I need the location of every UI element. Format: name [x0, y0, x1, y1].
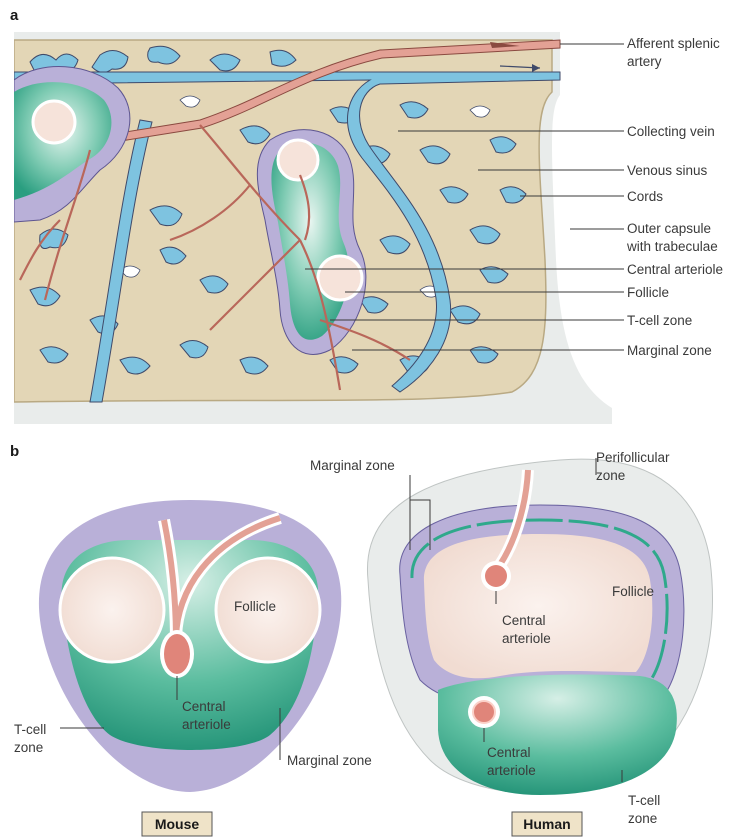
mouse-central-label-2: arteriole	[182, 717, 231, 732]
label-tcell-zone-a: T-cell zone	[627, 313, 692, 328]
panel-a-letter: a	[10, 7, 19, 24]
human-central-arteriole-top	[485, 565, 507, 587]
human-central-top-label-1: Central	[502, 613, 546, 628]
label-follicle-a: Follicle	[627, 285, 669, 300]
mouse-central-arteriole	[164, 634, 190, 674]
human-central-arteriole-bottom	[473, 701, 495, 723]
label-afferent-2: artery	[627, 54, 662, 69]
human-central-bottom-label-2: arteriole	[487, 763, 536, 778]
follicle-a-top	[278, 140, 318, 180]
label-marginal-zone-a: Marginal zone	[627, 343, 712, 358]
human-follicle	[424, 534, 652, 678]
label-venous-sinus: Venous sinus	[627, 163, 708, 178]
mouse-diagram	[39, 500, 341, 792]
human-tag: Human	[523, 816, 570, 832]
human-follicle-label: Follicle	[612, 584, 654, 599]
mouse-tag: Mouse	[155, 816, 200, 832]
mouse-follicle-label: Follicle	[234, 599, 276, 614]
label-outer-capsule-2: with trabeculae	[626, 239, 718, 254]
mouse-follicle-left	[60, 558, 164, 662]
human-tcell-zone	[438, 675, 677, 795]
label-central-arteriole-a: Central arteriole	[627, 262, 723, 277]
human-perifollicular-label-1: Perifollicular	[596, 450, 670, 465]
human-perifollicular-label-2: zone	[596, 468, 625, 483]
human-marginal-label: Marginal zone	[310, 458, 395, 473]
human-tcell-label-2: zone	[628, 811, 657, 826]
mouse-tcell-label-1: T-cell	[14, 722, 46, 737]
mouse-marginal-label: Marginal zone	[287, 753, 372, 768]
mouse-tcell-label-2: zone	[14, 740, 43, 755]
human-central-top-label-2: arteriole	[502, 631, 551, 646]
label-afferent-1: Afferent splenic	[627, 36, 720, 51]
label-outer-capsule-1: Outer capsule	[627, 221, 711, 236]
human-central-bottom-label-1: Central	[487, 745, 531, 760]
panel-b-letter: b	[10, 443, 19, 460]
mouse-central-label-1: Central	[182, 699, 226, 714]
spleen-section	[14, 32, 720, 424]
label-collecting-vein: Collecting vein	[627, 124, 715, 139]
human-tcell-label-1: T-cell	[628, 793, 660, 808]
label-cords: Cords	[627, 189, 663, 204]
follicle-a-mid	[318, 256, 362, 300]
